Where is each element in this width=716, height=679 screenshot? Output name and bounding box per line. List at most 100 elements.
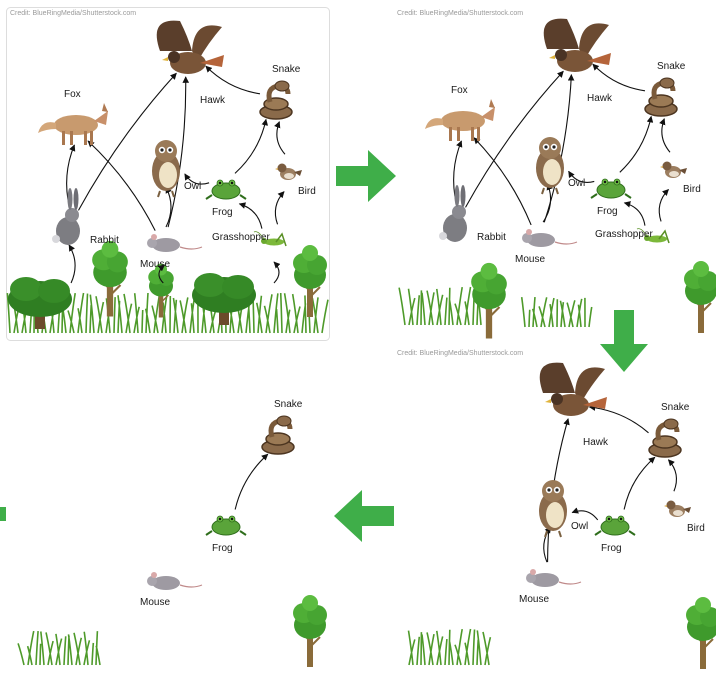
frog-icon: [594, 515, 636, 536]
food-web-arrow: [234, 118, 269, 174]
owl-label: Owl: [571, 521, 588, 532]
snake-icon: [648, 418, 682, 458]
grass-mid: [520, 296, 593, 328]
grasshopper-icon: [636, 228, 670, 244]
fox-icon: [38, 103, 108, 145]
snake-label: Snake: [657, 61, 686, 72]
fox-icon: [425, 99, 495, 141]
food-web-arrow: [465, 70, 564, 208]
grasshopper-icon: [253, 231, 287, 247]
grass-left: [398, 286, 482, 326]
food-web-arrow: [588, 404, 649, 434]
frog-label: Frog: [601, 543, 622, 554]
food-web-arrow: [157, 264, 166, 284]
mouse-label: Mouse: [140, 597, 170, 608]
frog-label: Frog: [212, 543, 233, 554]
food-web-arrow: [68, 244, 76, 284]
rabbit-icon: [52, 188, 80, 245]
bird-label: Bird: [683, 184, 701, 195]
mouse-icon: [526, 569, 582, 587]
flow-arrow-left: [334, 490, 394, 542]
snake-icon: [259, 80, 293, 120]
credit-text-panel-2: Credit: BlueRingMedia/Shutterstock.com: [397, 10, 524, 17]
food-web-arrow: [568, 170, 595, 183]
grasshopper-label: Grasshopper: [595, 229, 653, 240]
snake-icon: [644, 77, 678, 117]
snake-label: Snake: [274, 399, 303, 410]
food-web-arrow: [592, 63, 646, 92]
rabbit-label: Rabbit: [90, 235, 119, 246]
food-web-arrow: [87, 140, 156, 231]
mouse-label: Mouse: [140, 259, 170, 270]
food-web-arrow: [234, 453, 269, 510]
bird-icon: [275, 163, 302, 180]
frog-label: Frog: [212, 207, 233, 218]
bird-icon: [664, 500, 691, 517]
food-web-arrow: [623, 201, 646, 226]
mouse-icon: [147, 572, 203, 590]
hawk-icon: [543, 18, 611, 72]
food-web-arrow: [619, 115, 654, 173]
rabbit-icon: [439, 185, 467, 242]
fox-label: Fox: [64, 89, 81, 100]
grass-left: [407, 628, 492, 666]
snake-label: Snake: [272, 64, 301, 75]
rabbit-label: Rabbit: [477, 232, 506, 243]
food-web-arrow: [205, 65, 261, 95]
grasshopper-label: Grasshopper: [212, 232, 270, 243]
bird-label: Bird: [687, 523, 705, 534]
frog-label: Frog: [597, 206, 618, 217]
food-web-arrow: [167, 76, 190, 228]
food-web-arrow: [273, 261, 281, 284]
bush-left: [8, 277, 72, 329]
food-web-arrow: [238, 202, 263, 229]
food-web-arrow: [473, 137, 532, 226]
frog-icon: [590, 178, 632, 199]
hawk-icon: [156, 20, 224, 74]
mouse-icon: [522, 229, 578, 247]
bird-label: Bird: [298, 186, 316, 197]
snake-icon: [261, 415, 295, 455]
food-web-arrow: [667, 459, 678, 492]
frog-icon: [205, 179, 247, 200]
hawk-label: Hawk: [583, 437, 609, 448]
fox-label: Fox: [451, 85, 468, 96]
tree-1: [92, 240, 128, 317]
owl-icon: [536, 137, 564, 195]
flow-arrow-partial: [0, 507, 6, 521]
food-web-arrow: [659, 118, 671, 153]
owl-label: Owl: [568, 178, 585, 189]
hawk-label: Hawk: [200, 95, 226, 106]
hawk-label: Hawk: [587, 93, 613, 104]
grass-left: [17, 630, 101, 666]
tree-3: [293, 595, 327, 667]
owl-icon: [152, 140, 180, 198]
food-web-arrow: [623, 456, 656, 510]
owl-label: Owl: [184, 181, 201, 192]
mouse-icon: [147, 234, 203, 252]
frog-icon: [205, 515, 247, 536]
bird-icon: [660, 161, 687, 178]
tree-3: [684, 261, 716, 333]
food-web-arrow: [77, 72, 177, 211]
food-web-arrow: [571, 507, 599, 521]
tree-3: [293, 245, 327, 317]
credit-text-panel-1: Credit: BlueRingMedia/Shutterstock.com: [10, 10, 137, 17]
flow-arrow-down: [600, 310, 648, 372]
food-web-arrow: [658, 189, 669, 222]
tree-1: [471, 262, 507, 339]
flow-arrow-right: [336, 150, 396, 202]
food-web-arrow: [274, 121, 286, 155]
mouse-label: Mouse: [515, 254, 545, 265]
hawk-icon: [539, 362, 607, 416]
food-web-arrow: [543, 74, 575, 223]
owl-icon: [539, 480, 567, 538]
tree-3: [686, 597, 716, 669]
mouse-label: Mouse: [519, 594, 549, 605]
